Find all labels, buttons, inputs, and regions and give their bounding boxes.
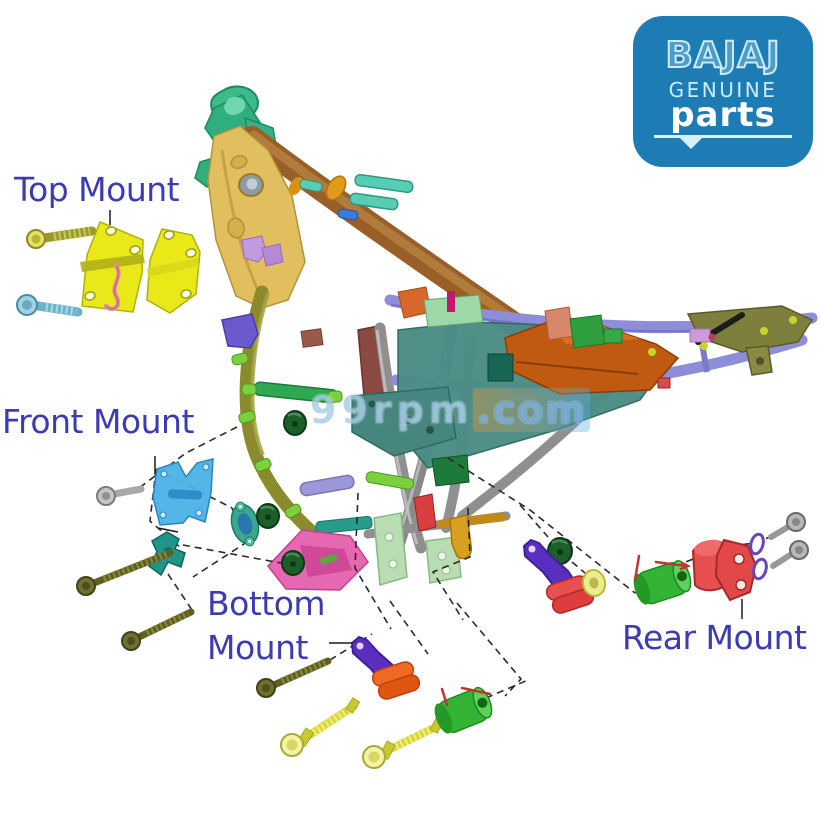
small-brackets [397,286,797,389]
backbone-fittings [241,173,414,267]
rear-mount-parts [523,512,809,614]
label-bottom-mount-line1: Bottom [207,584,326,623]
yellow-hex-bolt-1 [280,697,361,757]
green-knob-1 [283,410,307,436]
red-flange-mount [691,538,758,602]
watermark-99rpm: 99rpm.com [310,388,591,432]
pink-s-hook [103,263,121,312]
orange-bushing [371,661,421,700]
gray-hex-bolt-2 [770,540,809,569]
bracket-tick [157,527,179,533]
long-olive-bolt-bottom [256,657,332,698]
hex-bolt-silver [96,485,145,506]
blue-butterfly-plate [152,458,214,526]
hex-bolt-teal [16,294,83,317]
label-front-mount: Front Mount [2,402,194,441]
label-bottom-mount-line2: Mount [207,628,308,667]
bajaj-logo-underline [654,135,792,150]
yellow-washer [581,569,607,597]
watermark-name: 99rpm [310,388,474,432]
purple-lock-washer-2 [752,557,768,581]
gray-hex-bolt-1 [768,512,806,540]
yellow-mount-plate-left [80,221,145,313]
bajaj-logo-parts: parts [670,94,776,135]
label-bottom-mount: Bottom Mount [207,582,326,670]
label-top-mount: Top Mount [14,170,180,209]
bajaj-logo-brand: BAJAJ [665,35,781,76]
bajaj-logo-arrow-icon [680,138,702,150]
long-olive-bolt-2 [121,608,195,651]
yellow-hex-bolt-2 [362,717,445,769]
bajaj-logo-badge: BAJAJ GENUINE parts [633,16,813,167]
green-knob-2 [256,503,280,529]
bajaj-logo-genuine: GENUINE [668,77,778,102]
green-bushing-cylinder-bottom [434,686,493,734]
pen-marks [440,554,691,707]
purple-lock-washer-1 [749,532,765,556]
yellow-mount-plate-right [146,228,201,314]
bottom-mount-parts [256,636,493,769]
top-mount-parts [16,221,201,317]
long-olive-bolt-1 [76,549,174,596]
green-bushing-cylinder-rear [633,560,692,605]
teal-oval-bracket [230,501,260,547]
label-rear-mount: Rear Mount [622,618,807,657]
front-mount-parts [76,410,307,651]
hex-bolt-olive [26,226,97,249]
pointer-lines [109,210,743,644]
motorcycle-frame [194,85,818,591]
watermark-domain: .com [473,388,591,432]
green-knob-3 [281,550,305,576]
